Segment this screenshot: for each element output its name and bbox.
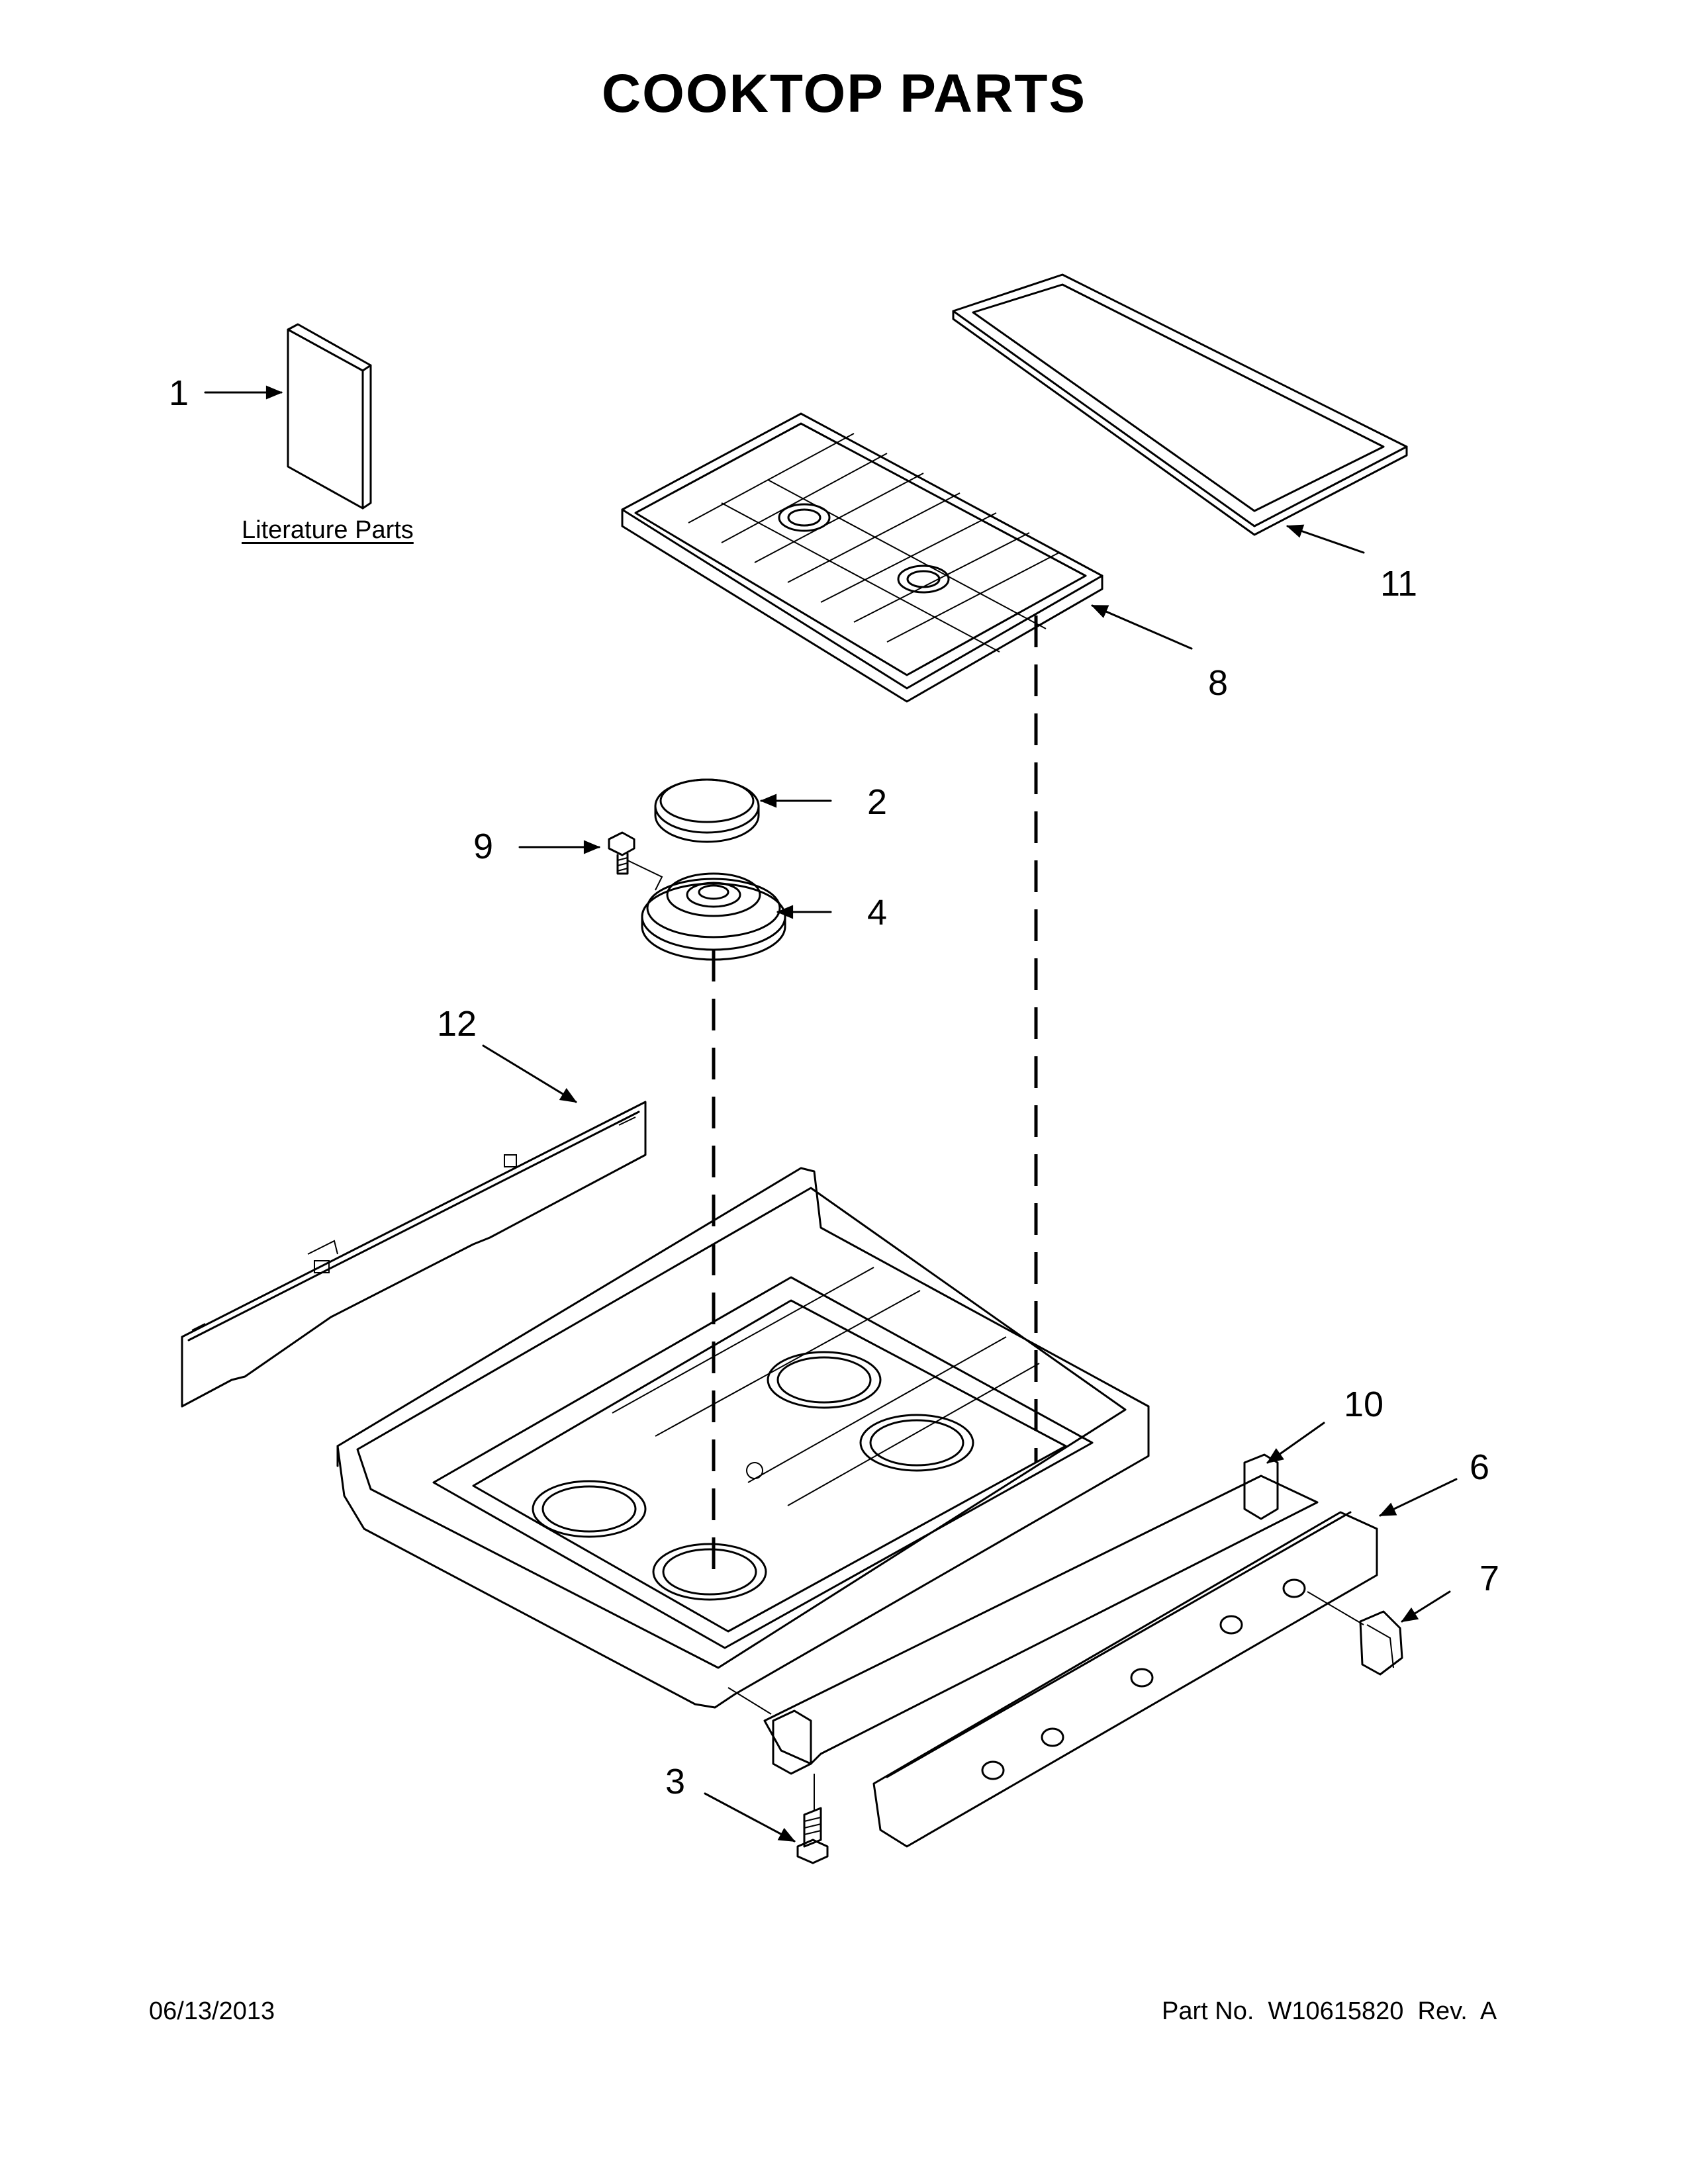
leader-6 bbox=[1379, 1478, 1458, 1517]
callout-9: 9 bbox=[473, 827, 494, 866]
callout-6: 6 bbox=[1470, 1447, 1490, 1487]
rear-panel bbox=[181, 1101, 647, 1408]
footer-part-number: Part No. W10615820 Rev. A bbox=[1162, 1997, 1497, 2025]
callout-12: 12 bbox=[437, 1004, 477, 1044]
leader-3 bbox=[704, 1792, 796, 1843]
control-knob bbox=[1359, 1610, 1403, 1676]
burner-grate bbox=[621, 412, 1103, 703]
literature-booklet bbox=[287, 323, 372, 510]
callout-11: 11 bbox=[1380, 564, 1418, 604]
leader-10 bbox=[1266, 1422, 1325, 1464]
burner-base bbox=[627, 860, 786, 961]
callout-2: 2 bbox=[867, 782, 888, 822]
leader-7 bbox=[1401, 1590, 1451, 1623]
cooktop bbox=[336, 1167, 1150, 1709]
griddle bbox=[952, 273, 1408, 536]
callout-4: 4 bbox=[867, 893, 888, 933]
leader-12 bbox=[482, 1044, 577, 1103]
assembly-line-panel bbox=[727, 1687, 772, 1715]
literature-parts-label: Literature Parts bbox=[242, 516, 414, 544]
callout-3: 3 bbox=[665, 1762, 686, 1801]
control-panel bbox=[763, 1475, 1378, 1848]
callout-10: 10 bbox=[1344, 1385, 1384, 1424]
screw-3 bbox=[796, 1774, 829, 1864]
page-title: COOKTOP PARTS bbox=[601, 64, 1087, 124]
callout-7: 7 bbox=[1479, 1559, 1500, 1598]
leader-8 bbox=[1091, 604, 1193, 650]
callout-8: 8 bbox=[1208, 663, 1229, 703]
burner-cap bbox=[654, 778, 760, 843]
footer-date: 06/13/2013 bbox=[149, 1997, 275, 2025]
screw-9 bbox=[608, 831, 635, 875]
callout-1: 1 bbox=[169, 373, 189, 413]
mounting-bracket bbox=[772, 1453, 1279, 1775]
leader-11 bbox=[1286, 524, 1365, 554]
